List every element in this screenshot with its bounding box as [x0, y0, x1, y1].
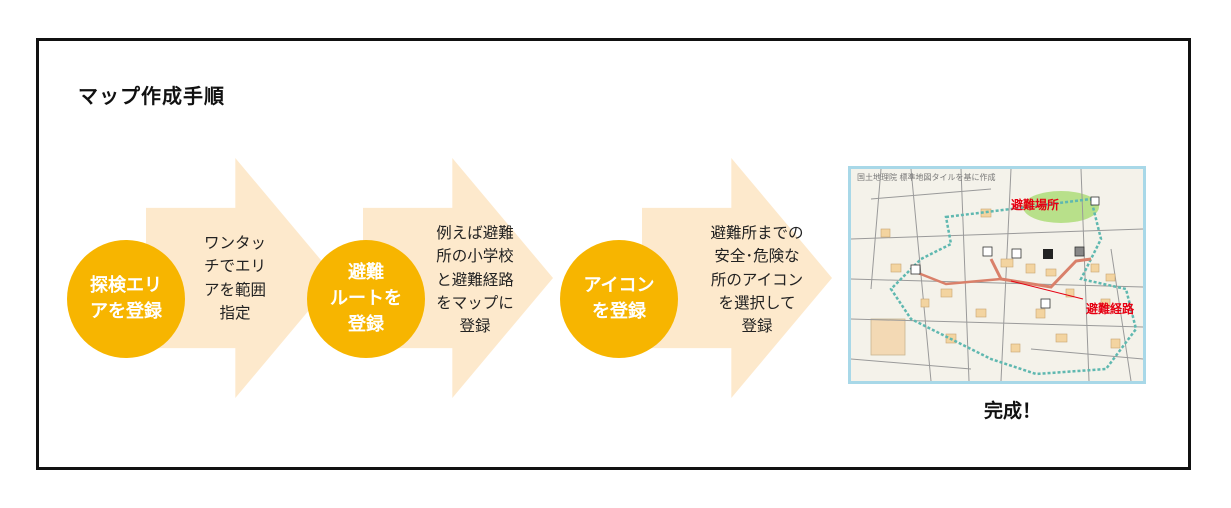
shelter-label: 避難場所 — [1011, 198, 1060, 212]
area-boundary — [889, 197, 1138, 376]
step-1-circle: 探検エリ アを登録 — [67, 240, 185, 358]
route-label-leader — [1010, 280, 1084, 300]
step-2-circle: 避難 ルートを 登録 — [307, 240, 425, 358]
completed-map-image: 国土地理院 標準地図タイルを基に作成 避難場所 避難経路 — [848, 166, 1146, 384]
street-network — [851, 169, 1143, 381]
map-caption: 国土地理院 標準地図タイルを基に作成 — [857, 173, 996, 182]
step-2-circle-label: 避難 ルートを 登録 — [330, 261, 402, 336]
park-area — [1023, 191, 1099, 223]
buildings — [880, 208, 1121, 353]
map-icons — [910, 196, 1100, 309]
step-3-circle-label: アイコン を登録 — [583, 274, 655, 322]
diagram-title: マップ作成手順 — [78, 84, 225, 108]
field-area — [870, 318, 906, 356]
step-2-description: 例えば避難 所の小学校 と避難経路 をマップに 登録 — [436, 224, 514, 335]
step-1-description: ワンタッ チでエリ アを範囲 指定 — [203, 234, 266, 322]
step-3-description: 避難所までの 安全･危険な 所のアイコン を選択して 登録 — [710, 224, 804, 335]
map-drawing — [851, 169, 1143, 381]
complete-label: 完成！ — [984, 400, 1042, 422]
evacuation-route-branch — [912, 269, 1002, 286]
step-1-circle-label: 探検エリ アを登録 — [90, 274, 162, 322]
evacuation-route — [989, 257, 1092, 289]
step-3-circle: アイコン を登録 — [560, 240, 678, 358]
route-label: 避難経路 — [1086, 302, 1135, 316]
